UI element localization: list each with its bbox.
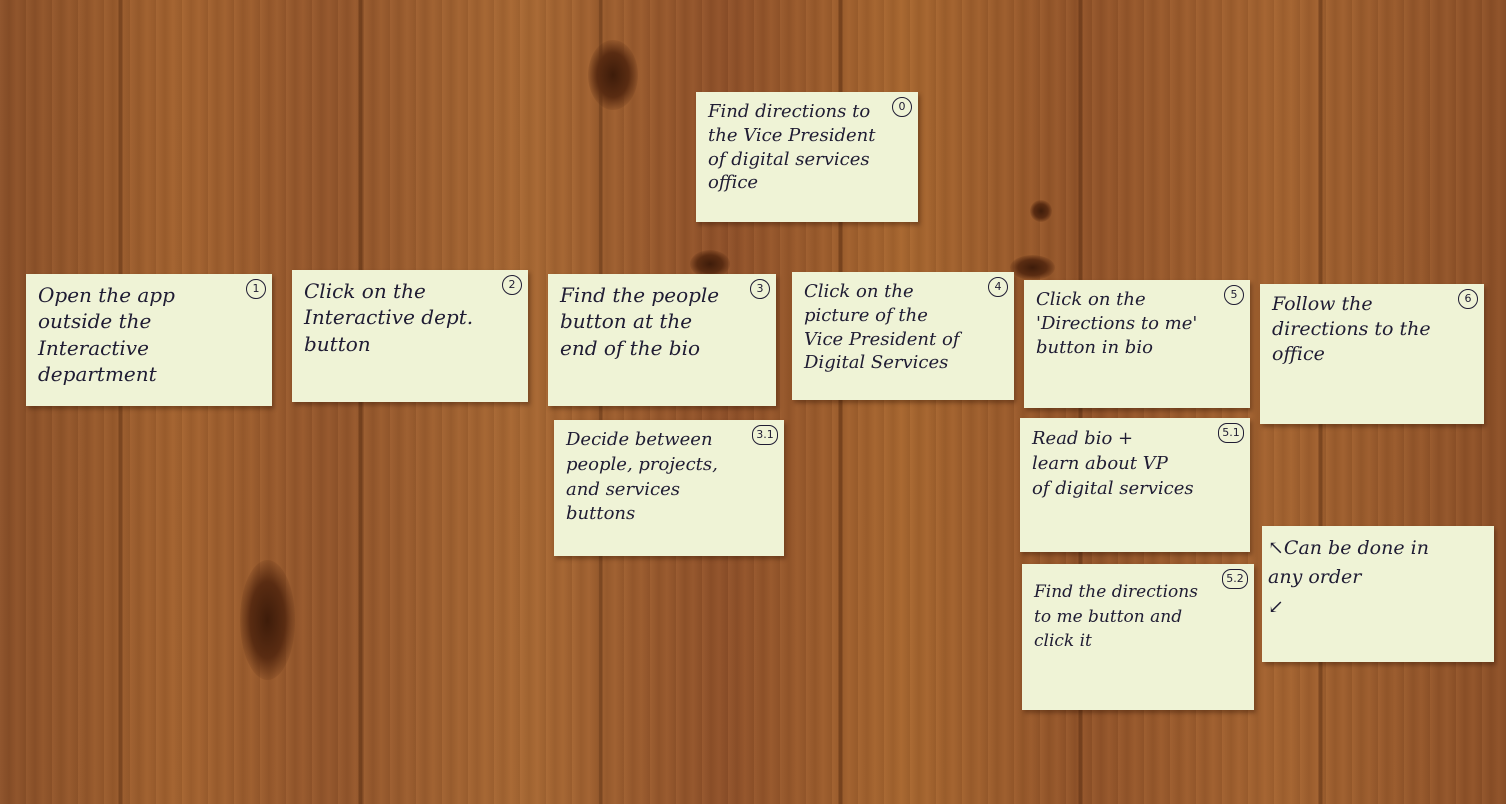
step-note-text: Find the people button at the end of the… [560,283,720,360]
wood-knot [1030,200,1052,222]
step-number-badge: 1 [246,279,266,299]
order-note[interactable]: ↖Can be done in any order ↙ [1262,526,1494,662]
step-note-1[interactable]: 1 Open the app outside the Interactive d… [26,274,272,406]
step-number-badge: 3 [750,279,770,299]
step-number-badge: 5 [1224,285,1244,305]
step-number-badge: 6 [1458,289,1478,309]
step-note-2[interactable]: 2 Click on the Interactive dept. button [292,270,528,402]
step-note-text: Decide between people, projects, and ser… [566,429,718,525]
step-note-5-1[interactable]: 5.1 Read bio + learn about VP of digital… [1020,418,1250,552]
step-number-badge: 5.2 [1222,569,1248,589]
step-number-badge: 4 [988,277,1008,297]
wood-knot [588,40,638,110]
step-note-text: Click on the Interactive dept. button [304,279,474,356]
goal-note-text: Find directions to the Vice President of… [708,101,876,194]
step-note-text: Follow the directions to the office [1272,293,1431,366]
step-note-6[interactable]: 6 Follow the directions to the office [1260,284,1484,424]
step-note-text: Click on the 'Directions to me' button i… [1036,289,1198,358]
wood-knot [690,250,730,278]
goal-note[interactable]: 0 Find directions to the Vice President … [696,92,918,222]
order-note-text: ↖Can be done in any order ↙ [1268,537,1429,618]
step-note-3-1[interactable]: 3.1 Decide between people, projects, and… [554,420,784,556]
step-note-text: Find the directions to me button and cli… [1034,582,1198,652]
step-note-text: Click on the picture of the Vice Preside… [804,281,960,374]
step-number-badge: 2 [502,275,522,295]
step-number-badge: 5.1 [1218,423,1244,443]
step-note-4[interactable]: 4 Click on the picture of the Vice Presi… [792,272,1014,400]
wood-knot [1010,255,1055,280]
step-number-badge: 0 [892,97,912,117]
step-note-3[interactable]: 3 Find the people button at the end of t… [548,274,776,406]
step-note-5-2[interactable]: 5.2 Find the directions to me button and… [1022,564,1254,710]
step-number-badge: 3.1 [752,425,778,445]
step-note-5[interactable]: 5 Click on the 'Directions to me' button… [1024,280,1250,408]
step-note-text: Open the app outside the Interactive dep… [38,283,175,387]
wood-knot [240,560,295,680]
step-note-text: Read bio + learn about VP of digital ser… [1032,428,1194,500]
